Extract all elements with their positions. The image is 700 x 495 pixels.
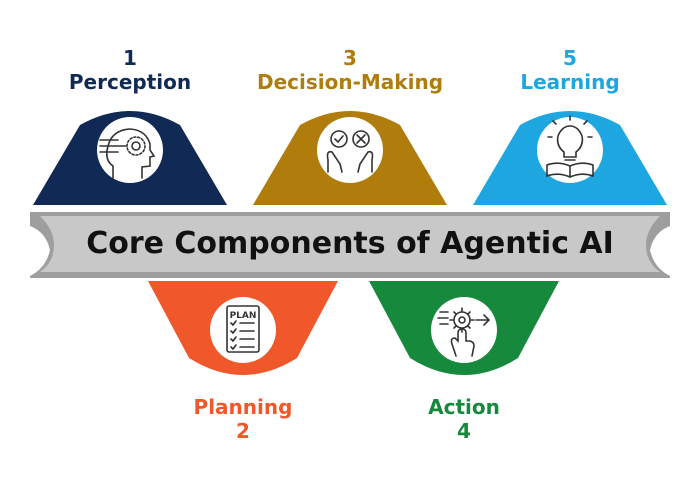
perception-name: Perception [68,70,192,94]
diagram-title: Core Components of Agentic AI [86,225,614,261]
decision-icon-circle [317,117,383,183]
decision-making-label-group: 3 Decision-Making [240,46,460,94]
decision-making-name: Decision-Making [256,70,444,94]
action-number: 4 [457,419,471,443]
plan-icon-text: PLAN [230,311,257,321]
gear-hand-icon [437,307,491,357]
planning-name: Planning [193,395,293,419]
learning-icon-circle [537,117,603,183]
planning-number: 2 [236,419,250,443]
bulb-book-icon [546,115,594,178]
planning-icon-circle [210,297,276,363]
plan-checklist-icon [226,305,260,353]
decision-making-number: 3 [343,46,357,70]
perception-label-group: 1 Perception [40,46,220,94]
check-cross-hands-icon [326,130,374,173]
planning-label-group: Planning 2 [153,395,333,443]
center-band [40,216,660,272]
perception-number: 1 [123,46,137,70]
learning-label-group: 5 Learning [480,46,660,94]
action-name: Action [428,395,500,419]
learning-name: Learning [520,70,620,94]
learning-number: 5 [563,46,577,70]
action-label-group: Action 4 [374,395,554,443]
head-eye-icon [99,128,156,179]
